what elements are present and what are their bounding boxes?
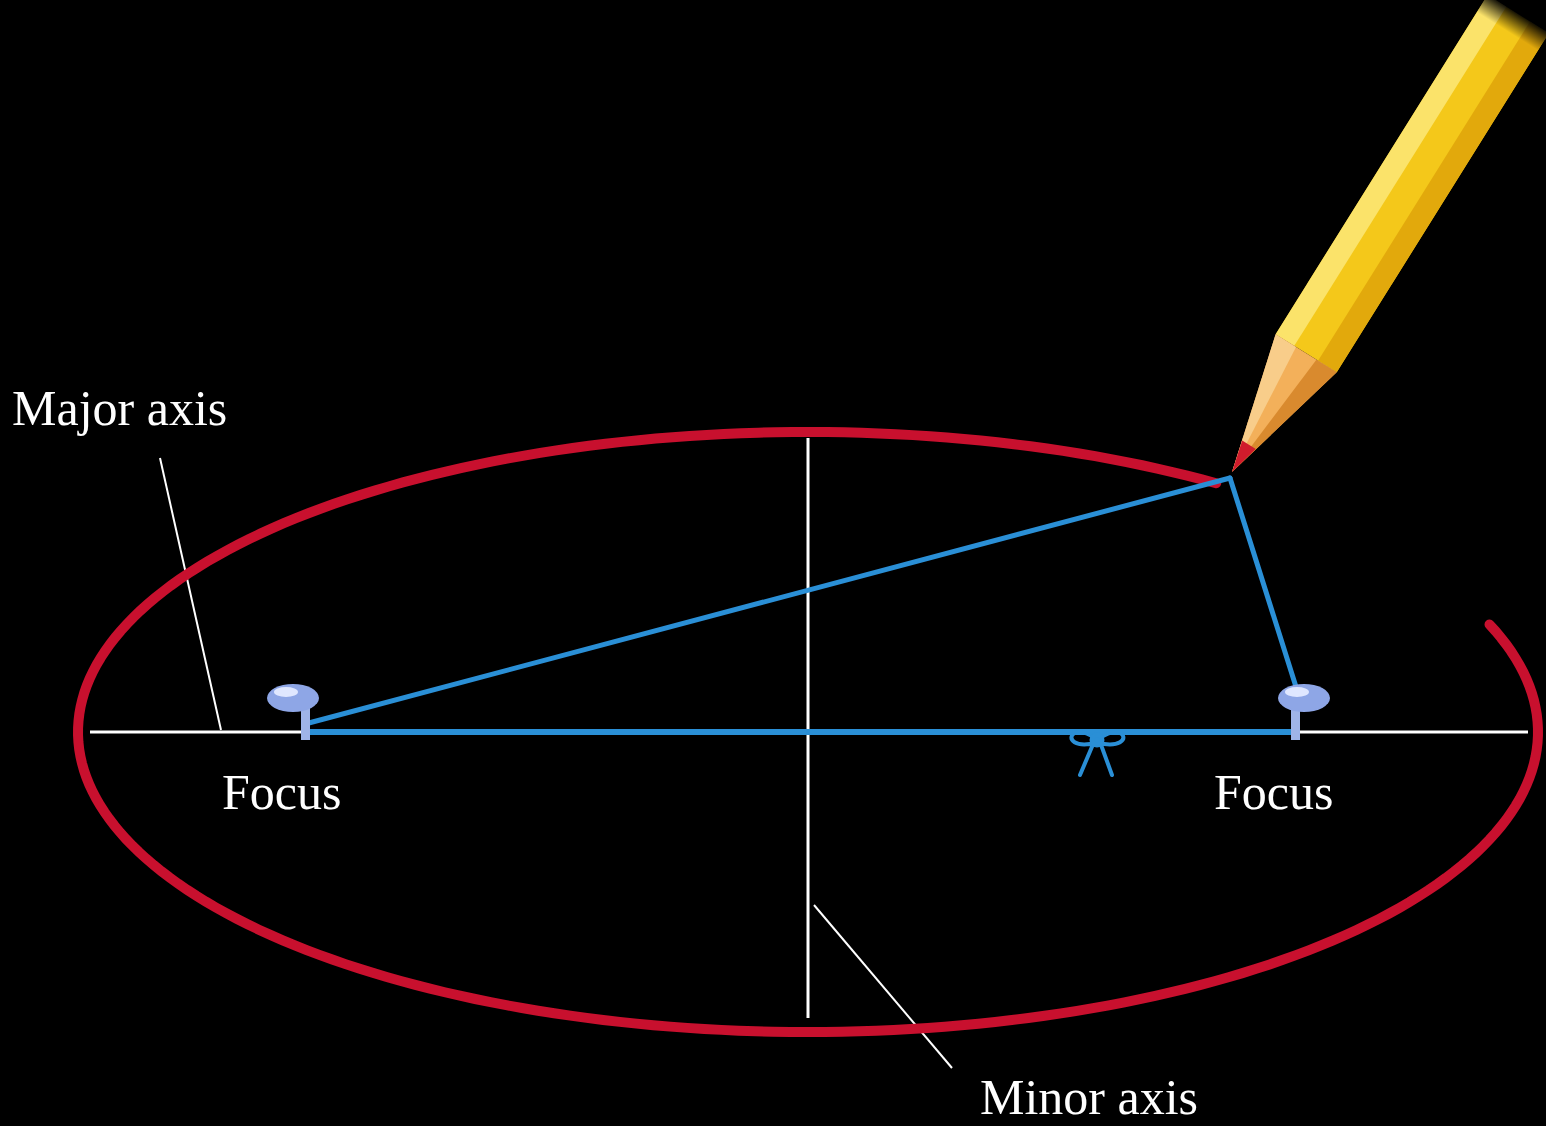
pencil — [1200, 0, 1546, 492]
ellipse-curve — [78, 432, 1538, 1032]
axis-label: Minor axis — [980, 1072, 1198, 1122]
leader-line — [160, 458, 221, 730]
minor-axis-line — [807, 438, 810, 1018]
pin — [267, 684, 319, 740]
focus-label: Focus — [1214, 767, 1333, 817]
pin — [1278, 684, 1330, 740]
axis-label: Major axis — [12, 383, 227, 433]
string — [305, 478, 1297, 775]
focus-label: Focus — [222, 767, 341, 817]
leader-line — [814, 905, 952, 1068]
